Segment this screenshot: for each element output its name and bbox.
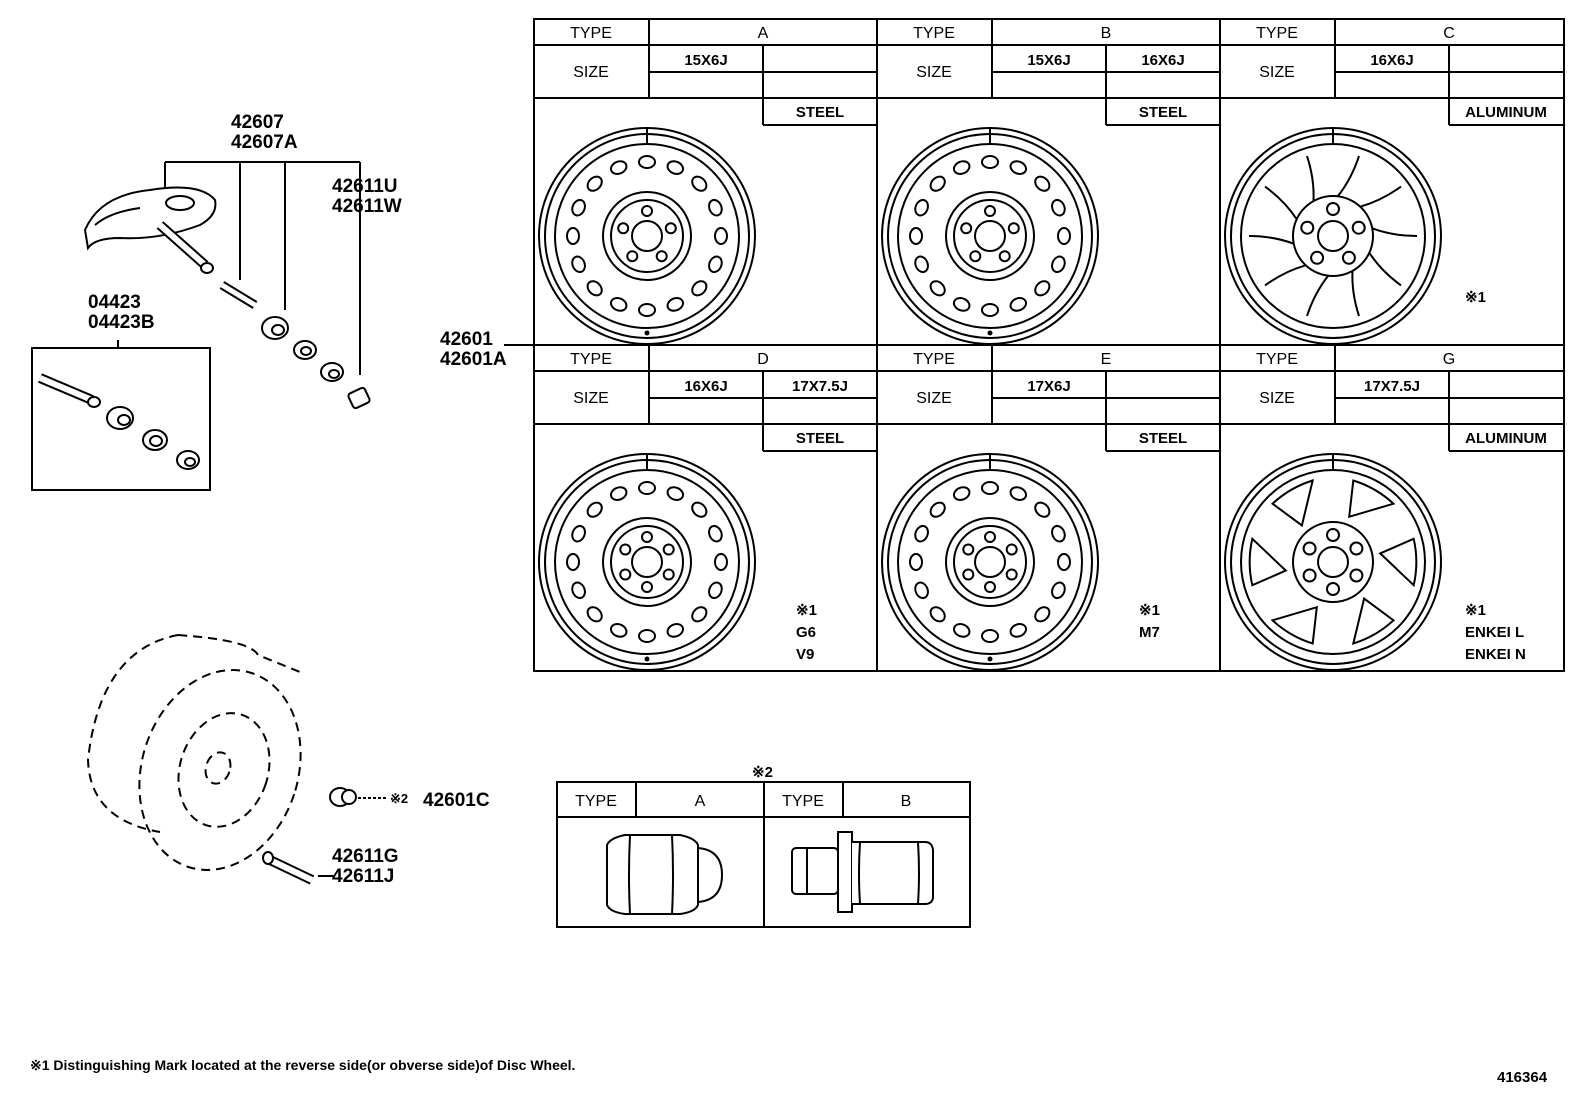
size-value-1: 16X6J [1370,52,1413,69]
size-label: SIZE [573,64,609,81]
type-value: A [758,25,769,42]
material-label: STEEL [796,430,844,447]
distinguishing-mark: ※1 [1139,602,1160,619]
wheel-cell-a [534,19,877,345]
distinguishing-mark: ※1 [1465,602,1486,619]
wheel-cell-c [1220,19,1563,345]
size-label: SIZE [1259,64,1295,81]
wheel-cell-g [1220,345,1563,671]
material-label: STEEL [1139,430,1187,447]
size-label: SIZE [916,390,952,407]
distinguishing-mark: M7 [1139,624,1160,641]
cap-nut-a [606,834,724,915]
hardware-42611g [262,851,334,885]
drawing-code: 416364 [1497,1069,1548,1086]
part-42611w: 42611W [332,196,402,217]
ref-note-2: ※2 [390,791,408,806]
part-42611u: 42611U [332,176,398,197]
distinguishing-mark: G6 [796,624,816,641]
nut-type-label-a: TYPE [575,793,617,810]
type-value: B [1101,25,1112,42]
size-label: SIZE [916,64,952,81]
part-42607: 42607 [231,112,284,133]
nut-table-ref: ※2 [752,764,773,781]
nut-table [556,781,971,928]
tpms-group [83,161,371,410]
size-label: SIZE [573,390,609,407]
size-value-1: 17X6J [1027,378,1070,395]
distinguishing-mark: ENKEI L [1465,624,1524,641]
type-label: TYPE [570,25,612,42]
wheel-drawing-g [1224,453,1442,671]
material-label: STEEL [796,104,844,121]
size-value-1: 15X6J [1027,52,1070,69]
footnote: ※1 Distinguishing Mark located at the re… [30,1057,576,1073]
nut-type-b: B [901,793,912,810]
wheel-cell-d [534,345,877,671]
size-value-1: 17X7.5J [1364,378,1420,395]
wheel-cell-e [877,345,1220,671]
wheel-table [533,18,1565,672]
material-label: ALUMINUM [1465,104,1547,121]
type-value: E [1101,351,1112,368]
type-value: G [1443,351,1455,368]
size-value-2: 17X7.5J [792,378,848,395]
part-42607a: 42607A [231,132,298,153]
wheel-drawing-b [881,127,1099,345]
type-value: C [1443,25,1455,42]
distinguishing-mark: ENKEI N [1465,646,1526,663]
part-42601: 42601 [440,329,493,350]
tire-drawing [86,634,302,871]
size-value-1: 15X6J [684,52,727,69]
size-value-2: 16X6J [1141,52,1184,69]
part-42611j: 42611J [332,866,394,887]
nut-type-a: A [695,793,706,810]
part-04423: 04423 [88,292,141,313]
wheel-drawing-d [538,453,756,671]
wheel-cell-b [877,19,1220,345]
part-42601a: 42601A [440,349,507,370]
type-label: TYPE [1256,351,1298,368]
hardware-42601c [329,787,388,807]
size-value-1: 16X6J [684,378,727,395]
nut-type-label-b: TYPE [782,793,824,810]
type-label: TYPE [1256,25,1298,42]
wheel-drawing-a [538,127,756,345]
wheel-drawing-c [1224,127,1442,345]
flange-nut-b [791,831,934,913]
distinguishing-mark: ※1 [1465,289,1486,306]
kit-box-group [31,340,211,491]
distinguishing-mark: ※1 [796,602,817,619]
type-value: D [757,351,769,368]
type-label: TYPE [570,351,612,368]
distinguishing-mark: V9 [796,646,814,663]
size-label: SIZE [1259,390,1295,407]
type-label: TYPE [913,351,955,368]
type-label: TYPE [913,25,955,42]
part-42601c: 42601C [423,790,490,811]
wheel-drawing-e [881,453,1099,671]
material-label: ALUMINUM [1465,430,1547,447]
part-42611g: 42611G [332,846,399,867]
part-04423b: 04423B [88,312,155,333]
material-label: STEEL [1139,104,1187,121]
